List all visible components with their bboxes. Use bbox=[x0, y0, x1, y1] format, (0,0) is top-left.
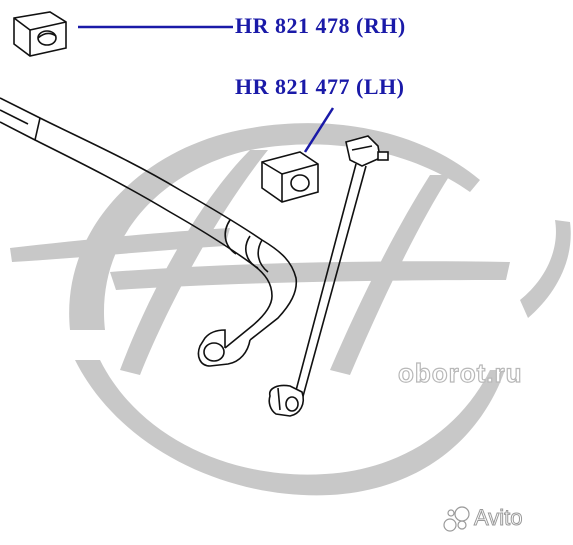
bushing-rh-drawing bbox=[13, 11, 67, 57]
bushing-lh-drawing bbox=[261, 151, 319, 203]
part-label-lh: HR 821 477 (LH) bbox=[235, 74, 405, 99]
logo-left-wedge bbox=[10, 228, 230, 262]
logo-h-right-stroke bbox=[330, 175, 450, 375]
part-label-rh: HR 821 478 (RH) bbox=[235, 13, 406, 38]
logo-middle-band bbox=[110, 261, 510, 290]
avito-logo-icon bbox=[443, 506, 470, 532]
logo-ring bbox=[69, 123, 480, 330]
brand-logo-watermark bbox=[10, 123, 571, 496]
avito-watermark: Avito bbox=[474, 505, 524, 531]
logo-right-sweep bbox=[520, 220, 571, 318]
stabilizer-link-drawing bbox=[268, 135, 389, 417]
site-watermark: oborot.ru bbox=[397, 357, 523, 388]
logo-bottom-sweep bbox=[75, 360, 505, 496]
stabilizer-bar-drawing bbox=[0, 97, 298, 367]
leader-line-lh bbox=[303, 107, 335, 153]
logo-h-left-stroke bbox=[120, 150, 268, 375]
